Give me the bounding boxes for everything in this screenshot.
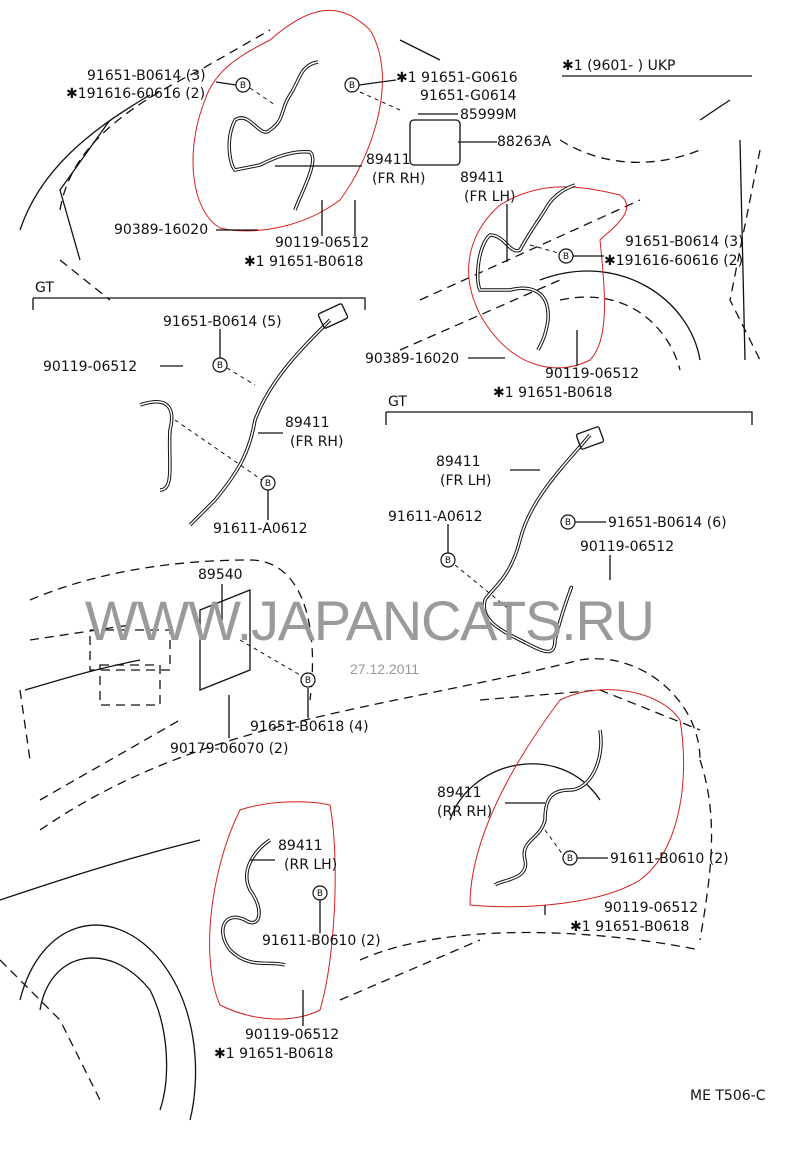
group-label-gt: GT [35, 280, 54, 296]
svg-text:B: B [240, 81, 246, 91]
svg-text:B: B [565, 518, 571, 528]
svg-text:B: B [349, 81, 355, 91]
svg-text:B: B [563, 252, 569, 262]
part-label: 90119-06512 [43, 359, 137, 375]
ecu-part-label: 89540 [198, 567, 243, 583]
sensor-side-label: (FR LH) [440, 473, 491, 489]
sensor-side-label: (FR RH) [290, 434, 343, 450]
sensor-side-label: (FR RH) [372, 171, 425, 187]
rear-rh-labels: 89411 (RR RH) 91611-B0610 (2) 90119-0651… [437, 785, 729, 935]
part-label: ✱191616-60616 (2) [66, 86, 205, 102]
vehicle-body-outline [0, 29, 761, 1121]
part-label: 90119-06512 [245, 1027, 339, 1043]
svg-text:B: B [567, 854, 573, 864]
ecu-labels: 89540 91651-B0618 (4) 90179-06070 (2) [170, 567, 369, 757]
part-label: 90119-06512 [275, 235, 369, 251]
sensor-wires [139, 60, 605, 967]
part-label: ✱191616-60616 (2) [604, 253, 743, 269]
part-label: 91651-B0614 (6) [608, 515, 727, 531]
sensor-label: 89411 [366, 152, 411, 168]
part-label: 90389-16020 [365, 351, 459, 367]
part-label: 91611-A0612 [388, 509, 483, 525]
sensor-label: 89411 [278, 838, 323, 854]
part-label: ✱1 91651-B0618 [214, 1046, 333, 1062]
figure-code: ME T506-C [690, 1088, 766, 1104]
part-label: 91651-G0614 [420, 88, 517, 104]
part-label: ✱1 91651-G0616 [396, 70, 518, 86]
sensor-label: 89411 [460, 170, 505, 186]
part-label: 90119-06512 [545, 366, 639, 382]
part-label: 90179-06070 (2) [170, 741, 288, 757]
part-label: 91611-B0610 (2) [262, 933, 381, 949]
part-label: 91651-B0614 (3) [625, 234, 744, 250]
part-label: ✱1 91651-B0618 [493, 385, 612, 401]
rear-lh-labels: 89411 (RR LH) 91611-B0610 (2) 90119-0651… [214, 838, 381, 1062]
sensor-label: 89411 [285, 415, 330, 431]
part-label: 88263A [497, 134, 552, 150]
part-label: ✱1 91651-B0618 [244, 254, 363, 270]
front-lh-labels: 89411 (FR LH) 91651-B0614 (3) ✱191616-60… [365, 170, 744, 401]
svg-text:B: B [265, 479, 271, 489]
sensor-side-label: (RR RH) [437, 804, 492, 820]
part-label: 85999M [460, 107, 517, 123]
svg-text:B: B [217, 361, 223, 371]
sensor-side-label: (FR LH) [464, 189, 515, 205]
group-label-gt: GT [388, 394, 407, 410]
sensor-label: 89411 [436, 454, 481, 470]
part-label: 91651-B0614 (5) [163, 314, 282, 330]
date-stamp: 27.12.2011 [350, 661, 419, 677]
svg-text:B: B [317, 889, 323, 899]
part-label: 91651-B0618 (4) [250, 719, 369, 735]
watermark: WWW.JAPANCATS.RU [85, 589, 655, 652]
sensor-side-label: (RR LH) [284, 857, 337, 873]
gt-rh-labels: GT 91651-B0614 (5) 90119-06512 89411 (FR… [35, 280, 343, 537]
svg-text:B: B [305, 676, 311, 686]
part-label: 91611-A0612 [213, 521, 308, 537]
red-markup-outlines [192, 9, 685, 1020]
bolt-b-symbols: B B B B B B B B B B [212, 77, 578, 901]
sensor-label: 89411 [437, 785, 482, 801]
part-label: 90119-06512 [580, 539, 674, 555]
part-label: 91611-B0610 (2) [610, 851, 729, 867]
part-label: ✱1 91651-B0618 [570, 919, 689, 935]
part-label: 91651-B0614 (3) [87, 68, 206, 84]
front-rh-labels: 91651-B0614 (3) ✱191616-60616 (2) ✱1 916… [66, 68, 552, 270]
svg-text:B: B [445, 556, 451, 566]
gt-lh-labels: GT 89411 (FR LH) 91611-A0612 91651-B0614… [388, 394, 727, 555]
part-label: 90119-06512 [604, 900, 698, 916]
leader-lines [32, 79, 753, 1026]
note-ukp: ✱1 (9601- ) UKP [562, 58, 675, 74]
part-label: 90389-16020 [114, 222, 208, 238]
